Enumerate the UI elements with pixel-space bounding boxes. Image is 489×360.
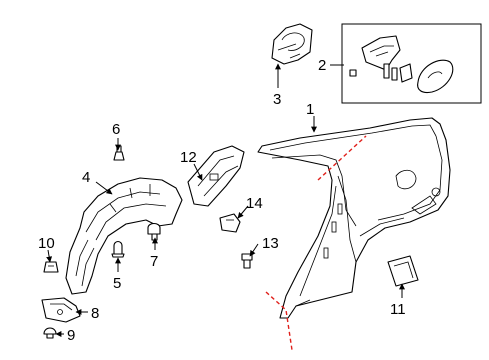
callout-6: 6: [112, 121, 120, 138]
callout-12: 12: [180, 149, 197, 166]
bracket-part-8: [41, 297, 81, 323]
callout-10: 10: [38, 235, 55, 252]
fuel-lid-part-11: [387, 255, 419, 287]
callout-9: 9: [67, 327, 75, 344]
bracket-top: [271, 23, 313, 65]
callout-1: 1: [306, 101, 314, 118]
bolt-part-13: [241, 253, 253, 269]
cut-line-pillar: [265, 291, 293, 351]
wheel-house-liner: [65, 177, 183, 295]
callout-14: 14: [246, 195, 263, 212]
callout-8: 8: [91, 305, 99, 322]
callout-5: 5: [113, 275, 121, 292]
clip-part-14: [219, 213, 241, 233]
callout-7: 7: [150, 253, 158, 270]
callout-11: 11: [390, 301, 406, 318]
clip-part-7: [147, 222, 161, 241]
leader-lines: [46, 63, 405, 337]
cut-line-upper: [317, 135, 367, 181]
nut-part-10: [43, 261, 59, 273]
callout-4: 4: [82, 169, 90, 186]
callout-13: 13: [262, 235, 279, 252]
clip-part-9: [43, 327, 57, 339]
fuel-door-assembly: [349, 35, 454, 94]
clip-part-5: [111, 240, 125, 258]
reinforcement-part-12: [187, 145, 245, 207]
inset-frame: [341, 23, 482, 104]
callout-2: 2: [318, 57, 326, 74]
callout-3: 3: [273, 91, 281, 108]
quarter-panel: [257, 117, 451, 319]
clip-part-6: [113, 145, 125, 161]
